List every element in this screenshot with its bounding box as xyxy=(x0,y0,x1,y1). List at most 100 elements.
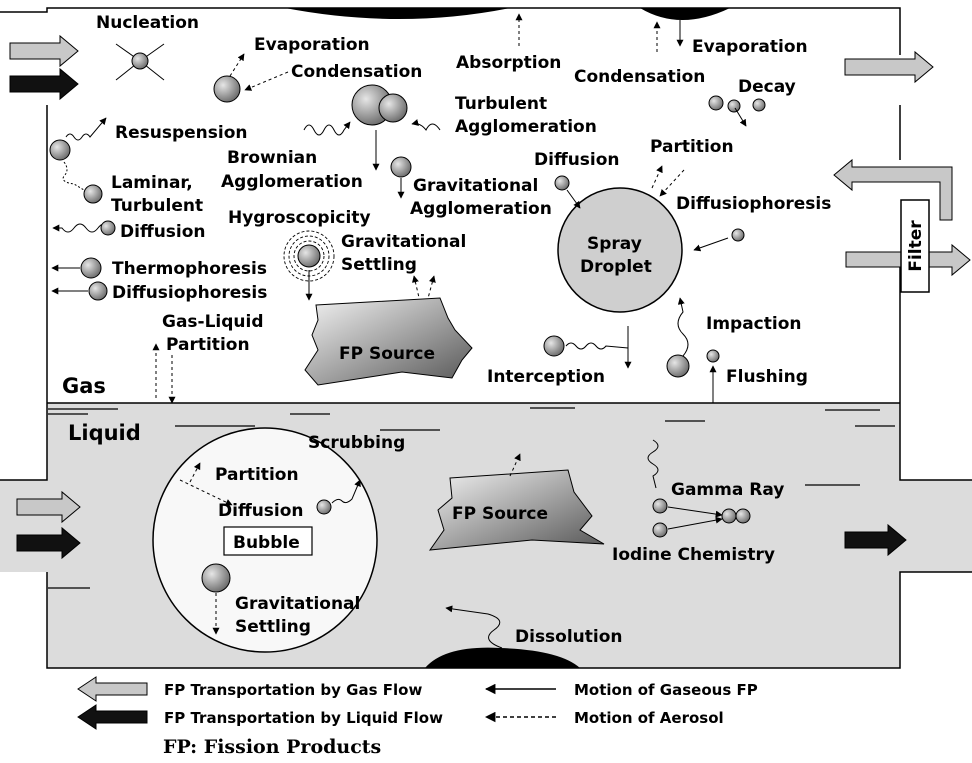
gamma-ray-wave xyxy=(647,439,659,489)
resuspension-arrow xyxy=(65,117,107,141)
vessel-walls xyxy=(0,7,972,669)
fp-source-liquid-label: FP Source xyxy=(452,504,548,524)
interception-path xyxy=(565,342,629,350)
impaction-path xyxy=(677,297,689,357)
impaction-particle xyxy=(666,354,690,378)
label-diffusion-liquid: Diffusion xyxy=(218,501,304,521)
legend-gaseous-label: Motion of Gaseous FP xyxy=(574,681,758,699)
label-turbulent-agglomeration-2: Agglomeration xyxy=(455,117,597,137)
laminar-diffusion-wave xyxy=(62,161,85,191)
liquid-inlet-channel xyxy=(0,480,48,572)
label-condensation-right: Condensation xyxy=(574,67,705,87)
label-resuspension: Resuspension xyxy=(115,123,248,143)
label-gas-region: Gas xyxy=(62,374,106,398)
iodine-particle-2 xyxy=(652,522,668,538)
interception-particle xyxy=(543,335,565,357)
label-laminar-1: Laminar, xyxy=(111,173,193,193)
bubble-label-box xyxy=(223,526,313,556)
wall-deposit-top xyxy=(285,8,730,20)
fp-source-liquid-release-arrow xyxy=(509,453,521,477)
label-bubble: Bubble xyxy=(233,533,300,553)
fp-source-release-arrow-2 xyxy=(426,275,436,303)
label-scrubbing: Scrubbing xyxy=(308,433,405,453)
fp-source-gas-shape xyxy=(304,297,473,386)
hygroscopic-particle xyxy=(297,244,321,268)
label-laminar-3: Diffusion xyxy=(120,222,206,242)
label-gravitational-agglomeration-1: Gravitational xyxy=(413,176,538,196)
label-gravitational-settling-liquid-1: Gravitational xyxy=(235,594,360,614)
fp-source-release-arrow-1 xyxy=(412,275,421,303)
spray-droplet xyxy=(557,187,683,313)
label-laminar-2: Turbulent xyxy=(111,196,203,216)
flushing-particle xyxy=(706,349,720,363)
label-iodine-chemistry: Iodine Chemistry xyxy=(612,545,775,565)
label-dissolution: Dissolution xyxy=(515,627,623,647)
label-gravitational-settling-gas-2: Settling xyxy=(341,255,417,275)
iodine-product-2 xyxy=(735,508,751,524)
liquid-inflow-arrow xyxy=(16,526,81,560)
decay-particle-3 xyxy=(752,98,766,112)
label-evaporation-left: Evaporation xyxy=(254,35,370,55)
decay-particle-1 xyxy=(708,95,724,111)
label-gamma-ray: Gamma Ray xyxy=(671,480,784,500)
diffusiophoresis-particle-left xyxy=(88,281,108,301)
diagram-labels: Nucleation Evaporation Condensation Abso… xyxy=(62,13,831,647)
diffusion-arrow-liquid xyxy=(179,479,233,506)
resuspension-particle xyxy=(49,139,71,161)
diffusion-particle-gas xyxy=(554,175,570,191)
label-brownian-agglomeration-2: Agglomeration xyxy=(221,172,363,192)
label-turbulent-agglomeration-1: Turbulent xyxy=(455,94,547,114)
turbulent-diffusion-particle xyxy=(100,220,116,236)
label-partition-liquid: Partition xyxy=(215,465,299,485)
wall-deposit-bottom xyxy=(425,647,580,668)
gravitational-agglomeration-particle xyxy=(390,156,412,178)
label-liquid-region: Liquid xyxy=(68,421,141,445)
legend-liquid-flow-arrow xyxy=(77,704,148,730)
condensation-arrow-left xyxy=(244,71,289,91)
legend-gas-flow-arrow xyxy=(77,676,148,702)
filter-return-loop xyxy=(833,158,953,221)
iodine-arrow-2 xyxy=(667,516,723,530)
gas-inflow-arrow-liquid xyxy=(16,490,81,524)
label-partition-gas: Partition xyxy=(650,137,734,157)
iodine-particle-1 xyxy=(652,498,668,514)
laminar-diffusion-particle xyxy=(83,184,103,204)
liquid-outlet-channel xyxy=(899,480,972,572)
dissolution-path xyxy=(445,605,503,649)
iodine-arrow-1 xyxy=(667,506,723,518)
liquid-flow-arrow-top-left xyxy=(9,67,79,101)
legend-liquid-flow-label: FP Transportation by Liquid Flow xyxy=(164,709,443,727)
label-nucleation: Nucleation xyxy=(96,13,199,33)
brownian-wave-arrow xyxy=(303,121,351,136)
gas-inflow-arrow xyxy=(9,34,79,68)
label-thermophoresis: Thermophoresis xyxy=(112,259,267,279)
label-gas-liquid-partition-1: Gas-Liquid xyxy=(162,312,264,332)
iodine-product-1 xyxy=(721,508,737,524)
decay-arrow xyxy=(734,107,747,127)
gravitational-settling-particle-liquid xyxy=(201,563,231,593)
label-gravitational-settling-liquid-2: Settling xyxy=(235,617,311,637)
diffusiophoresis-arrow-right xyxy=(693,237,729,252)
scrubbing-particle xyxy=(316,499,332,515)
label-diffusion-gas: Diffusion xyxy=(534,150,620,170)
liquid-outflow-arrow xyxy=(844,523,907,557)
thermophoresis-particle xyxy=(80,257,102,279)
liquid-surface-marks xyxy=(48,407,895,589)
label-impaction: Impaction xyxy=(706,314,802,334)
fp-source-liquid-shape xyxy=(428,469,605,551)
scrubbing-arrow xyxy=(331,479,361,504)
label-diffusiophoresis-right: Diffusiophoresis xyxy=(676,194,831,214)
diffusiophoresis-particle-right xyxy=(731,228,745,242)
label-gravitational-agglomeration-2: Agglomeration xyxy=(410,199,552,219)
partition-arrow-out xyxy=(651,165,663,189)
label-hygroscopicity: Hygroscopicity xyxy=(228,208,371,228)
label-droplet: Droplet xyxy=(580,257,652,277)
turbulent-wave-arrow xyxy=(411,119,441,131)
label-evaporation-right: Evaporation xyxy=(692,37,808,57)
filter-box xyxy=(900,199,930,293)
label-condensation-left: Condensation xyxy=(291,62,422,82)
label-brownian-agglomeration-1: Brownian xyxy=(227,148,317,168)
label-gas-liquid-partition-2: Partition xyxy=(166,335,250,355)
legend: FP Transportation by Gas Flow FP Transpo… xyxy=(77,676,758,758)
